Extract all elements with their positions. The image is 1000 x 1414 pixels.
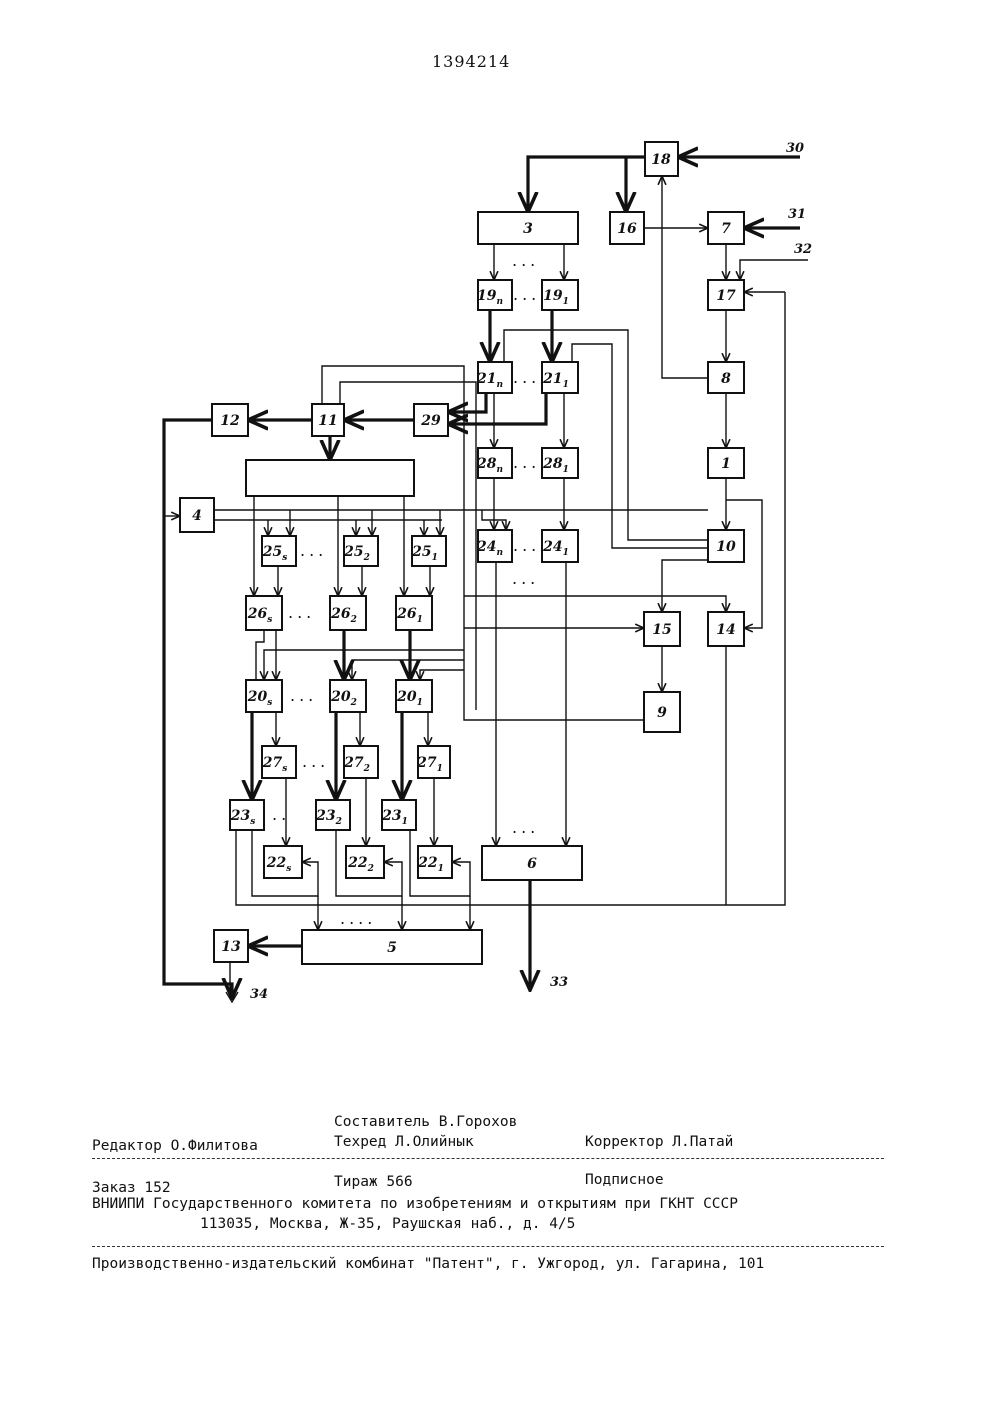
block-20-1: 201 [396, 680, 432, 712]
block-26-1: 261 [396, 596, 432, 630]
svg-text:16: 16 [617, 221, 637, 237]
block-16: 16 [610, 212, 644, 244]
block-24-1: 241 [542, 530, 578, 562]
svg-text:4: 4 [192, 508, 202, 524]
block-27-2: 272 [343, 746, 378, 778]
block-25-2: 252 [343, 536, 378, 566]
svg-text:7: 7 [721, 221, 731, 237]
svg-text:6: 6 [527, 856, 537, 872]
svg-text:...: ... [513, 536, 540, 555]
svg-text:...: ... [513, 285, 540, 304]
svg-text:5: 5 [387, 940, 397, 956]
address: 113035, Москва, Ж-35, Раушская наб., д. … [200, 1216, 575, 1232]
block-28-1: 281 [542, 448, 578, 478]
block-28n: 28n [476, 448, 512, 478]
svg-text:...: ... [512, 251, 539, 270]
svg-text:29: 29 [420, 413, 441, 429]
block-11: 11 [312, 404, 344, 436]
block-25s: 25s [262, 536, 296, 566]
block-22-1: 221 [417, 846, 452, 878]
block-6: 6 [482, 846, 582, 880]
input-30-label: 30 [786, 141, 804, 156]
institute: ВНИИПИ Государственного комитета по изоб… [92, 1196, 738, 1212]
output-34-label: 34 [250, 987, 268, 1002]
printer: Производственно-издательский комбинат "П… [92, 1256, 764, 1272]
divider-bottom [92, 1246, 884, 1247]
svg-text:13: 13 [221, 939, 241, 955]
block-20-2: 202 [330, 680, 366, 712]
block-19n: 19n [477, 280, 512, 310]
input-31-label: 31 [788, 207, 806, 222]
block-1: 1 [708, 448, 744, 478]
order: Заказ 152 [92, 1180, 171, 1196]
svg-text:...: ... [300, 541, 327, 560]
block-14: 14 [708, 612, 744, 646]
circulation: Тираж 566 [334, 1174, 413, 1190]
block-29: 29 [414, 404, 448, 436]
block-23-1: 231 [381, 800, 416, 830]
block-26-2: 262 [330, 596, 366, 630]
svg-text:15: 15 [652, 622, 671, 638]
svg-text:1: 1 [721, 456, 731, 472]
block-13: 13 [214, 930, 248, 962]
svg-text:...: ... [512, 818, 539, 837]
block-26s: 26s [246, 596, 282, 630]
block-21-1: 211 [542, 362, 578, 393]
svg-text:18: 18 [651, 152, 671, 168]
svg-text:...: ... [513, 368, 540, 387]
block-21n: 21n [476, 362, 512, 393]
block-25-1: 251 [411, 536, 446, 566]
svg-text:...: ... [302, 752, 329, 771]
svg-text:11: 11 [318, 413, 337, 429]
block-20s: 20s [246, 680, 282, 712]
svg-text:14: 14 [716, 622, 735, 638]
block-22s: 22s [264, 846, 302, 878]
subscription: Подписное [585, 1172, 664, 1188]
svg-text:...: ... [513, 453, 540, 472]
block-4: 4 [180, 498, 214, 532]
output-33-label: 33 [550, 975, 568, 990]
block-8: 8 [708, 362, 744, 393]
svg-text:...: ... [288, 603, 315, 622]
techred: Техред Л.Олийнык [334, 1134, 474, 1150]
svg-text:3: 3 [523, 221, 533, 237]
block-24n: 24n [476, 530, 512, 562]
block-3: 3 [478, 212, 578, 244]
divider-top [92, 1158, 884, 1159]
block-17: 17 [708, 280, 744, 310]
svg-text:...: ... [290, 686, 317, 705]
svg-text:12: 12 [220, 413, 240, 429]
block-10: 10 [708, 530, 744, 562]
block-23-2: 232 [315, 800, 350, 830]
corrector: Корректор Л.Патай [585, 1134, 733, 1150]
block-9: 9 [644, 692, 680, 732]
block-18: 18 [645, 142, 678, 176]
svg-text:10: 10 [716, 539, 736, 555]
svg-text:8: 8 [721, 371, 731, 387]
block-27s: 27s [262, 746, 296, 778]
block-22-2: 222 [346, 846, 384, 878]
svg-text:...: ... [512, 569, 539, 588]
block-23s: 23s [230, 800, 264, 830]
block-7: 7 [708, 212, 744, 244]
block-5: 5 [302, 930, 482, 964]
input-32-label: 32 [794, 242, 812, 257]
register-unlabeled [246, 460, 414, 496]
svg-text:9: 9 [657, 705, 667, 721]
block-19-1: 191 [542, 280, 578, 310]
svg-text:..: .. [272, 805, 290, 824]
block-15: 15 [644, 612, 680, 646]
svg-text:....: .... [340, 909, 376, 928]
block-27-1: 271 [416, 746, 450, 778]
svg-text:17: 17 [716, 288, 736, 304]
compiler: Составитель В.Горохов [334, 1114, 517, 1130]
block-12: 12 [212, 404, 248, 436]
blocks: 18 3 16 7 17 8 1 10 15 14 9 19n 191 21n … [180, 142, 744, 964]
editor: Редактор О.Филитова [92, 1138, 258, 1154]
